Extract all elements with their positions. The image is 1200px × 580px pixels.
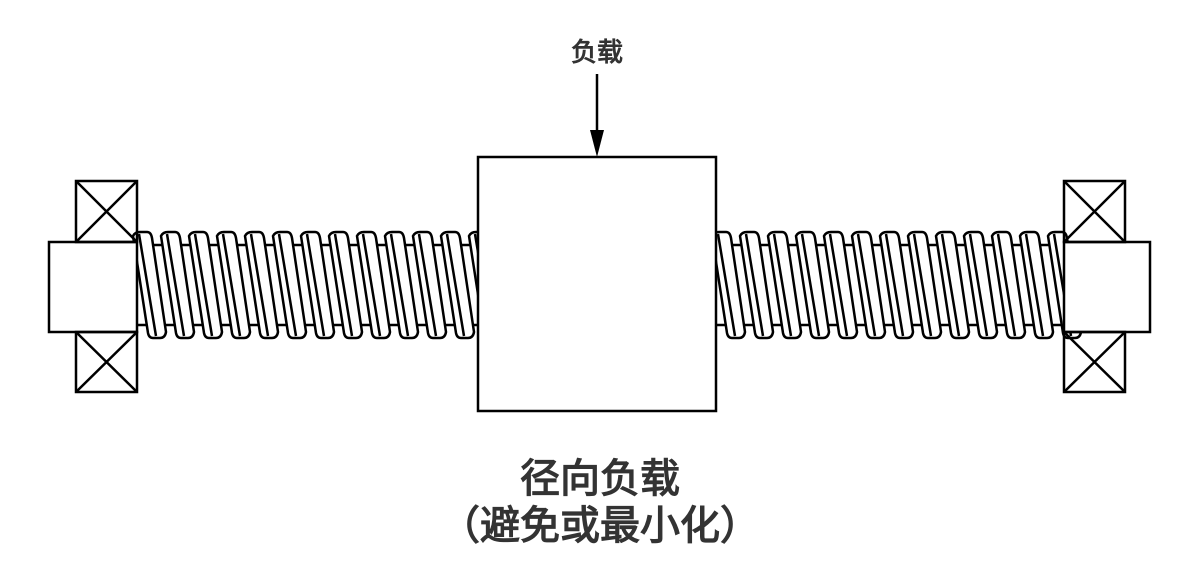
right-thread-crest (1018, 230, 1055, 340)
right-thread-crest (738, 230, 775, 340)
left-bearing-bottom (74, 330, 139, 394)
caption-subtitle: （避免或最小化） (440, 503, 760, 549)
right-shaft-end (1062, 240, 1152, 334)
left-thread-crest (411, 230, 448, 340)
right-thread-crest (822, 230, 859, 340)
right-thread-crest (850, 230, 887, 340)
right-thread-crest (878, 230, 915, 340)
left-thread-crest (215, 230, 252, 340)
left-shaft-end (47, 240, 139, 334)
load-arrow-head (590, 130, 604, 157)
left-thread-crest (439, 230, 476, 340)
left-thread-crest (243, 230, 280, 340)
left-thread-crest (355, 230, 392, 340)
right-thread-crest (794, 230, 831, 340)
left-bearing-top (74, 179, 139, 244)
right-thread-crest (934, 230, 971, 340)
right-thread-crest (962, 230, 999, 340)
left-thread-crest (383, 230, 420, 340)
right-bearing-top (1062, 179, 1127, 244)
load-label: 负载 (570, 38, 623, 68)
right-thread-crest (990, 230, 1027, 340)
left-thread-crest (299, 230, 336, 340)
left-thread-crest (271, 230, 308, 340)
right-thread-crest (766, 230, 803, 340)
caption-title: 径向负载 (520, 456, 680, 502)
right-bearing-bottom (1062, 330, 1127, 394)
right-thread-crest (906, 230, 943, 340)
left-thread-crest (327, 230, 364, 340)
left-thread-crest (159, 230, 196, 340)
left-thread-crest (187, 230, 224, 340)
nut-block (476, 155, 718, 413)
